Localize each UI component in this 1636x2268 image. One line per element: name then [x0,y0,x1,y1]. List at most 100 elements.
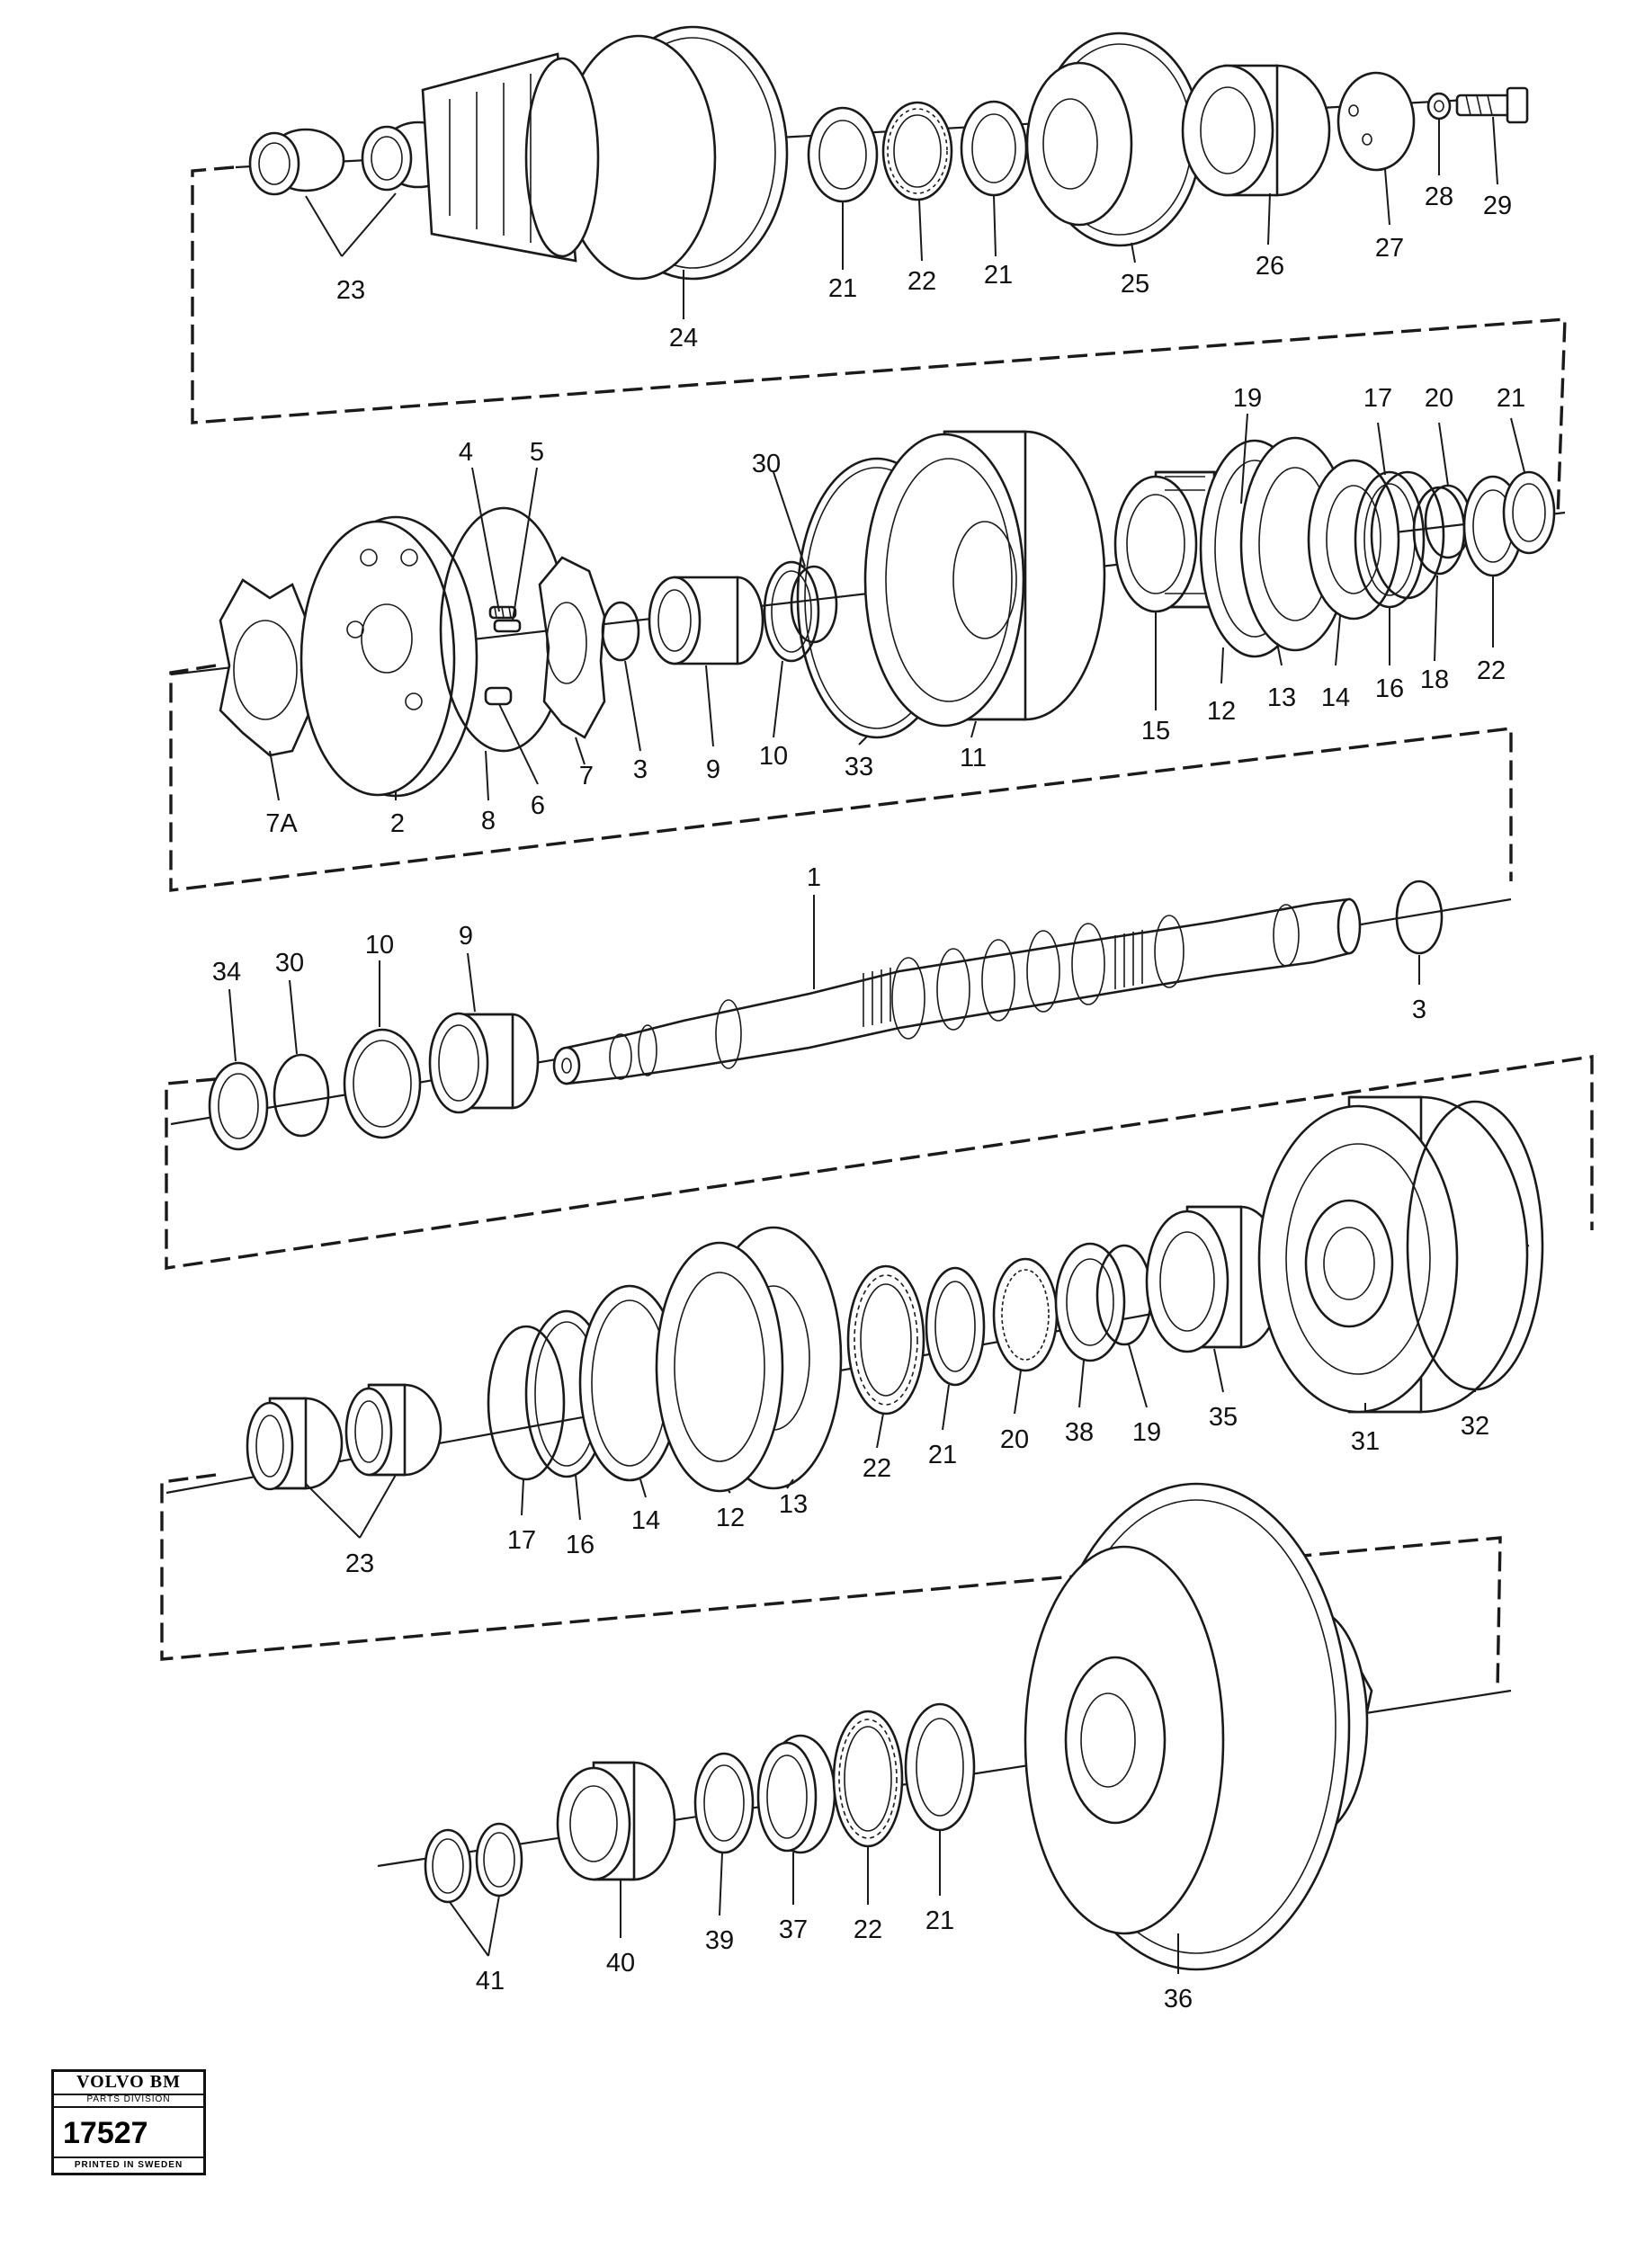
thrust-washer-21-bottom [904,1702,976,1832]
label-20-lower: 20 [1000,1425,1029,1454]
label-3-upper: 3 [633,755,648,784]
label-19-lower: 19 [1132,1418,1161,1447]
label-32: 32 [1461,1412,1489,1441]
piston-31 [1257,1095,1529,1414]
label-20-upper: 20 [1425,384,1453,413]
label-35: 35 [1209,1403,1238,1432]
label-29: 29 [1483,192,1512,220]
bushing-9-upper [648,576,764,665]
assembly-connector-lines [160,165,1594,1692]
thrust-washer-21-top-b [960,100,1028,197]
group-shaft: 1 3 34 30 10 9 [170,863,1512,1151]
label-6: 6 [531,791,545,820]
label-22-upper: 22 [1477,656,1506,685]
washer-41b [475,1822,523,1897]
lock-plate-7 [538,556,606,739]
label-16-lower: 16 [566,1531,595,1559]
label-23-top: 23 [336,276,365,305]
gear-drum-36 [1024,1482,1373,1971]
label-21-top-a: 21 [828,274,857,303]
label-13-lower: 13 [779,1490,808,1519]
snap-ring-30-upper [790,565,838,644]
label-30-shaft: 30 [275,949,304,978]
gear-25 [1025,31,1202,247]
label-25: 25 [1121,270,1149,299]
needle-bearing-23a [248,128,345,196]
snap-ring-3-upper [601,601,640,662]
group-top: 23 24 21 22 21 25 26 27 28 29 [235,25,1529,353]
label-40: 40 [606,1949,635,1978]
roller-bearing-40 [556,1761,676,1881]
needle-bearing-23d [344,1383,443,1477]
lock-plate-7A [219,578,312,757]
label-21-upper: 21 [1497,384,1525,413]
thrust-washer-21-upper [1502,470,1556,555]
label-27: 27 [1375,234,1404,263]
thrust-bearing-22-lower [846,1264,925,1415]
label-7: 7 [579,762,594,790]
snap-ring-3-shaft [1395,880,1444,955]
snap-ring-18 [1412,486,1466,576]
thrust-washer-21-lower [925,1266,986,1387]
thrust-bearing-22-bottom [832,1710,904,1848]
friction-disc-12-lower [655,1241,784,1493]
seal-ring-10-shaft [343,1028,422,1139]
group-bottom: 41 40 39 37 22 21 36 [377,1482,1512,2014]
end-cap-27 [1337,71,1416,172]
label-17-lower: 17 [507,1526,536,1555]
pin-6 [484,686,513,706]
label-17-upper: 17 [1363,384,1392,413]
label-2: 2 [390,809,405,838]
bushing-9-shaft [428,1012,540,1114]
needle-bearing-23c [246,1397,344,1491]
label-41: 41 [476,1967,505,1996]
label-21-lower: 21 [928,1441,957,1469]
washer-28 [1426,92,1452,121]
roller-bearing-26 [1181,64,1331,197]
illustration-number: 17527 [63,2116,148,2150]
snap-ring-30-shaft [273,1053,330,1138]
brand-name: VOLVO BM [54,2072,203,2095]
seal-ring-10-upper [763,560,820,663]
label-19-upper: 19 [1233,384,1262,413]
label-1: 1 [807,863,821,892]
title-block: VOLVO BM PARTS DIVISION 17527 PRINTED IN… [51,2069,206,2175]
group-clutch: 4 5 7A 2 8 6 7 3 9 10 30 33 11 19 15 12 … [170,384,1566,838]
pressure-plate-14-upper [1307,459,1400,621]
label-12-upper: 12 [1207,697,1236,726]
label-23-lower: 23 [345,1549,374,1578]
label-22-top: 22 [907,267,936,296]
label-8: 8 [481,807,496,835]
washer-39 [693,1752,755,1854]
snap-ring-17-upper [1370,470,1445,600]
label-3-shaft: 3 [1412,996,1426,1024]
spacer-38 [1054,1242,1126,1362]
label-21-top-b: 21 [984,261,1013,290]
washer-41a [424,1828,472,1904]
label-14-lower: 14 [631,1506,660,1535]
label-31: 31 [1351,1427,1380,1456]
label-18: 18 [1420,665,1449,694]
group-clutch-lower: 23 17 16 14 12 13 22 21 20 38 19 35 31 3… [165,1095,1544,1578]
thrust-washer-21-top-a [807,106,879,203]
piston-disc-2 [299,515,478,798]
division-name: PARTS DIVISION [54,2094,203,2108]
bushing-37 [756,1734,836,1854]
clutch-drum-11 [863,430,1106,728]
label-15: 15 [1141,717,1170,746]
label-39: 39 [705,1926,734,1955]
label-34: 34 [212,958,241,987]
label-9-upper: 9 [706,755,720,784]
label-21-bottom: 21 [925,1906,954,1935]
label-10-shaft: 10 [365,931,394,960]
label-14-upper: 14 [1321,683,1350,712]
label-22-lower: 22 [863,1454,891,1483]
bolt-29 [1455,86,1529,124]
label-7A: 7A [265,809,298,838]
label-33: 33 [845,753,873,781]
label-24: 24 [669,324,698,353]
label-26: 26 [1256,252,1284,281]
shaft-1 [552,897,1362,1085]
printed-note: PRINTED IN SWEDEN [54,2156,203,2173]
